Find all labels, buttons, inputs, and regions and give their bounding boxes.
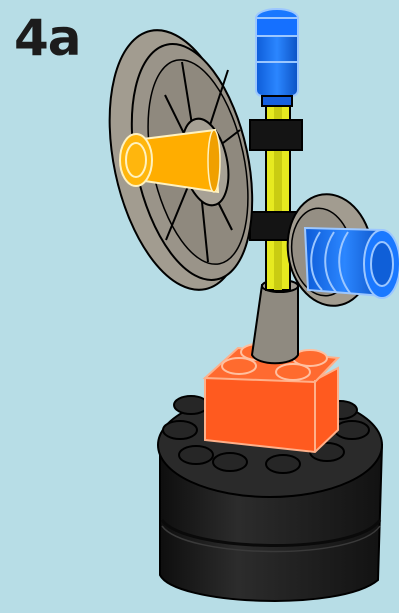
step-number-label: 4a xyxy=(14,8,81,68)
orange-cone-part xyxy=(120,130,220,192)
blue-cylinder-side-part xyxy=(305,228,399,298)
blue-cylinder-top-part xyxy=(256,9,298,106)
